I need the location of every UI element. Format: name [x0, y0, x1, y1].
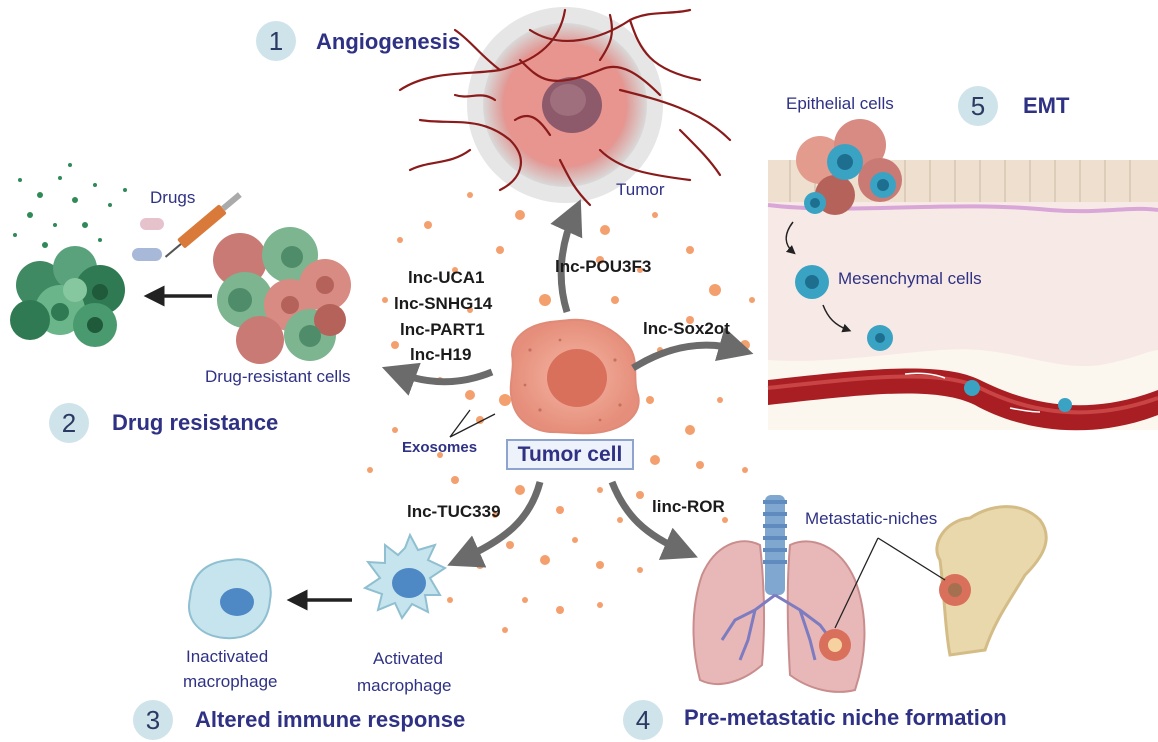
lnc-tuc339-label: lnc-TUC339 [407, 502, 501, 521]
lnc-part1-label: lnc-PART1 [400, 320, 485, 339]
bone-illustration [935, 505, 1048, 657]
epithelial-cells-label: Epithelial cells [786, 94, 894, 113]
lnc-pou3f3-label: lnc-POU3F3 [555, 257, 652, 276]
small-arrows [143, 285, 352, 611]
mesenchymal-cells-label: Mesenchymal cells [838, 269, 982, 288]
section-5-number: 5 [958, 86, 998, 126]
lungs-illustration [692, 495, 866, 693]
section-3-title: Altered immune response [195, 707, 466, 732]
inactivated-macrophage-label-line1: Inactivated [186, 647, 269, 666]
section-4-number: 4 [623, 700, 663, 740]
niche-pointers [834, 537, 946, 629]
section-2-number: 2 [49, 403, 89, 443]
lnc-h19-label: lnc-H19 [410, 345, 472, 364]
section-5-title: EMT [1023, 93, 1070, 118]
tumor-cell-illustration [509, 318, 640, 435]
lnc-snhg14-label: lnc-SNHG14 [394, 294, 493, 313]
lnc-uca1-label: lnc-UCA1 [408, 268, 485, 287]
section-1-number: 1 [256, 21, 296, 61]
activated-macrophage-label-line1: Activated [373, 649, 443, 668]
process-arrows [381, 199, 754, 568]
tumor-cell-label-box: Tumor cell [506, 439, 634, 470]
section-3-number: 3 [133, 700, 173, 740]
section-4-title: Pre-metastatic niche formation [684, 705, 1007, 730]
lnc-sox2ot-label: lnc-Sox2ot [643, 319, 730, 338]
exosome-pointers [449, 409, 496, 438]
tumor-cell-label: Tumor cell [517, 442, 623, 466]
exosomes-label: Exosomes [402, 439, 478, 456]
metastatic-niches-label: Metastatic-niches [805, 509, 938, 528]
drug-resistance-illustration [10, 163, 351, 364]
angiogenesis-tumor-illustration [398, 7, 732, 207]
inactivated-macrophage-label-line2: macrophage [183, 672, 278, 691]
section-1-title: Angiogenesis [316, 29, 461, 54]
activated-macrophage-label-line2: macrophage [357, 676, 452, 695]
drug-resistant-cells-label: Drug-resistant cells [205, 367, 351, 386]
macrophage-illustrations [188, 532, 448, 640]
exosome-dots [367, 187, 755, 633]
section-2-title: Drug resistance [112, 410, 279, 435]
emt-illustration [767, 119, 1158, 431]
tumor-label: Tumor [616, 180, 665, 199]
drugs-label: Drugs [150, 188, 196, 207]
linc-ror-label: linc-ROR [652, 497, 725, 516]
